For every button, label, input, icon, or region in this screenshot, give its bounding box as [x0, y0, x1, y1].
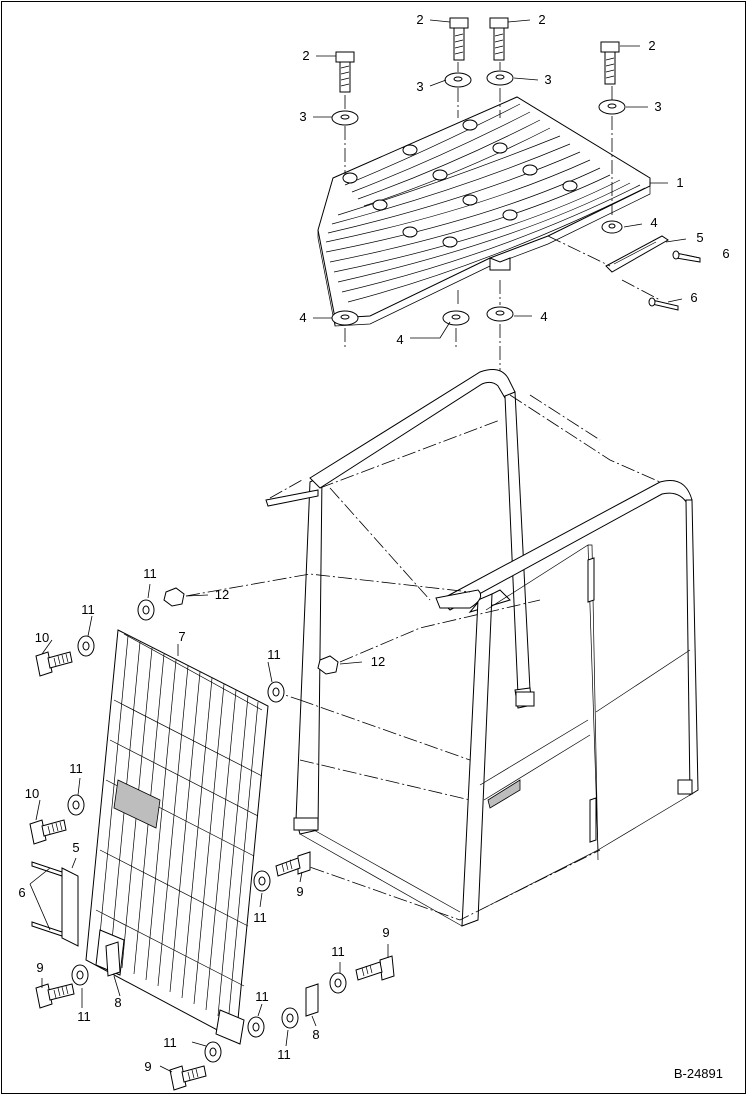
callout-7: 7 — [178, 629, 186, 644]
callout-3: 3 — [299, 109, 307, 124]
callout-2: 2 — [416, 12, 424, 27]
callout-9: 9 — [382, 925, 390, 940]
plate-and-pins-top — [605, 235, 701, 311]
callout-11: 11 — [253, 910, 267, 925]
callout-3: 3 — [544, 72, 552, 87]
document-number: B-24891 — [673, 1066, 723, 1081]
callout-2: 2 — [538, 12, 546, 27]
callout-12: 12 — [214, 587, 230, 602]
washers-top — [331, 70, 626, 326]
callout-11: 11 — [255, 989, 269, 1004]
callout-10: 10 — [24, 786, 40, 801]
callout-3: 3 — [416, 79, 424, 94]
assembly-axes-top — [344, 62, 661, 380]
callout-6: 6 — [722, 246, 730, 261]
plate-and-pins-side — [31, 861, 79, 947]
callout-8: 8 — [114, 995, 122, 1010]
side-guard-grid — [85, 629, 269, 1045]
callout-11: 11 — [277, 1047, 291, 1062]
callout-leaders — [29, 19, 701, 1073]
assembly-axes-cab — [185, 394, 661, 921]
callout-11: 11 — [69, 761, 83, 776]
top-guard-grid — [317, 96, 651, 327]
callout-1: 1 — [676, 175, 684, 190]
callout-2: 2 — [302, 48, 310, 63]
callout-8: 8 — [312, 1027, 320, 1042]
callout-4: 4 — [650, 215, 658, 230]
side-hardware — [29, 587, 395, 1091]
callout-11: 11 — [81, 602, 95, 617]
callout-5: 5 — [72, 840, 80, 855]
callout-6: 6 — [690, 290, 698, 305]
callout-11: 11 — [143, 566, 157, 581]
bolt-group-top — [335, 17, 620, 93]
callout-10: 10 — [34, 630, 50, 645]
callout-11: 11 — [331, 944, 345, 959]
cab-frame — [265, 369, 699, 927]
callout-3: 3 — [654, 99, 662, 114]
callout-6: 6 — [18, 885, 26, 900]
callout-9: 9 — [36, 960, 44, 975]
callout-9: 9 — [296, 884, 304, 899]
callout-5: 5 — [696, 230, 704, 245]
callout-9: 9 — [144, 1059, 152, 1074]
callout-11: 11 — [77, 1009, 91, 1024]
callout-4: 4 — [299, 310, 307, 325]
callout-2: 2 — [648, 38, 656, 53]
callout-4: 4 — [396, 332, 404, 347]
callout-11: 11 — [163, 1035, 177, 1050]
callout-12: 12 — [370, 654, 386, 669]
callout-11: 11 — [267, 647, 281, 662]
callout-4: 4 — [540, 309, 548, 324]
